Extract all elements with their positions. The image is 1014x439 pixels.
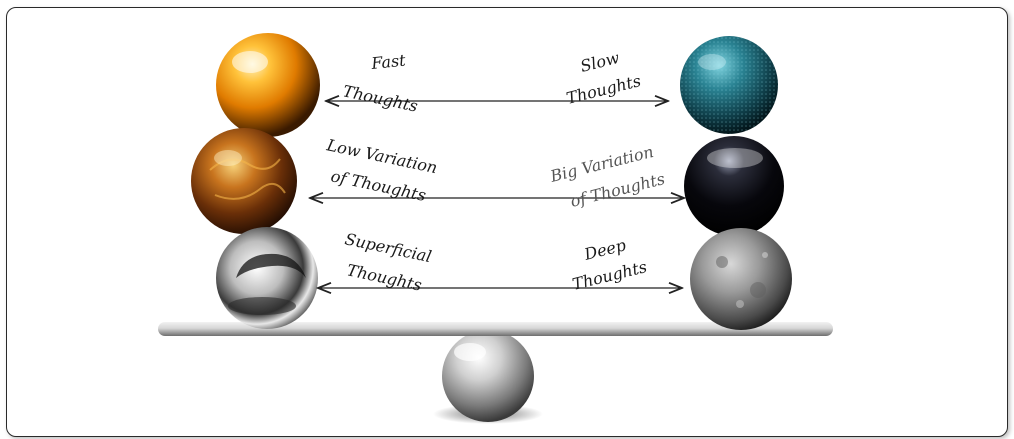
label-slow-line1: Slow	[578, 48, 621, 76]
right-sphere-stack	[680, 36, 792, 330]
moon-sphere-icon	[690, 228, 792, 330]
label-fast-line2: Thoughts	[341, 81, 419, 115]
label-slow-line2: Thoughts	[564, 71, 642, 108]
label-deep-line1: Deep	[581, 235, 627, 264]
fulcrum-sphere-icon	[442, 330, 534, 422]
label-superficial-line1: Superficial	[343, 229, 433, 266]
orange-sphere-icon	[216, 33, 320, 137]
left-sphere-stack	[191, 33, 320, 329]
label-fast-line1: Fast	[369, 50, 407, 73]
fiery-sphere-icon	[191, 128, 297, 234]
label-superficial-line2: Thoughts	[345, 260, 423, 294]
